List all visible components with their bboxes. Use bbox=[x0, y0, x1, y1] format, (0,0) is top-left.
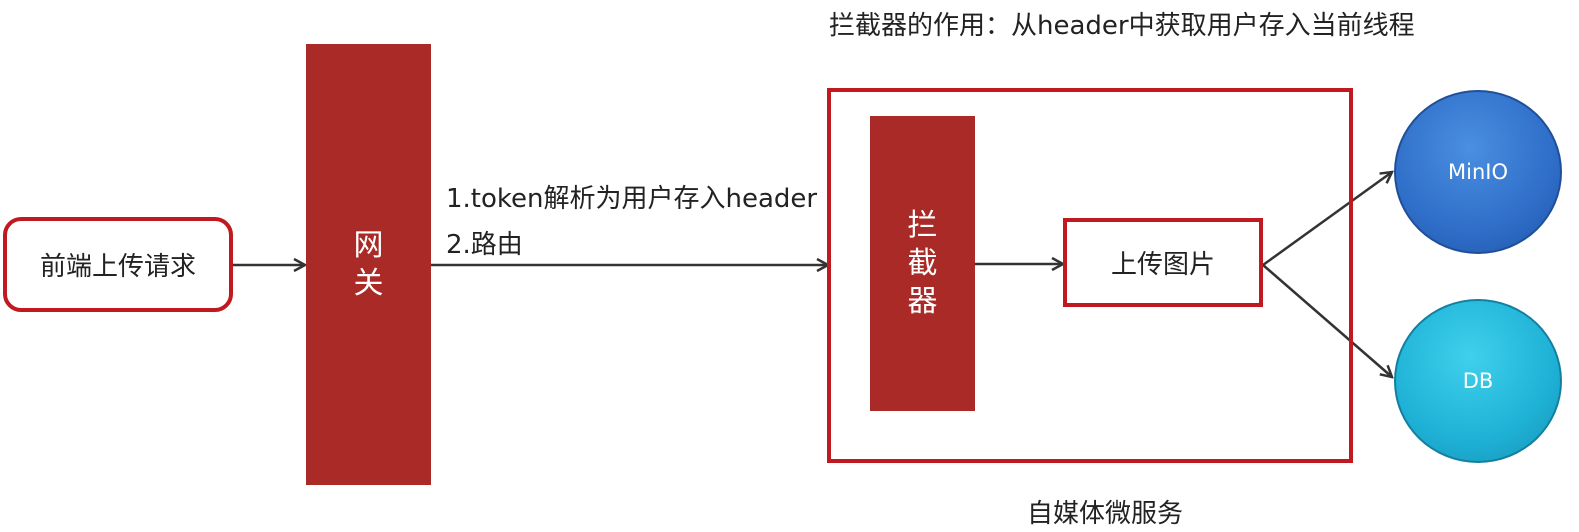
microservice-name-label: 自媒体微服务 bbox=[1027, 499, 1184, 529]
arrow-upload-to-minio bbox=[1262, 172, 1392, 267]
edge-label-token-parse: 1.token解析为用户存入header bbox=[446, 184, 818, 214]
interceptor-purpose-note: 拦截器的作用：从header中获取用户存入当前线程 bbox=[829, 11, 1415, 41]
gateway-label-char-2: 关 bbox=[353, 265, 384, 301]
gateway-node: 网 关 bbox=[306, 44, 431, 485]
upload-image-node: 上传图片 bbox=[1063, 218, 1263, 307]
minio-node: MinIO bbox=[1394, 90, 1562, 254]
interceptor-label-char-2: 截 bbox=[907, 245, 938, 281]
minio-label: MinIO bbox=[1448, 160, 1508, 184]
frontend-request-node: 前端上传请求 bbox=[3, 217, 233, 312]
db-label: DB bbox=[1462, 369, 1494, 393]
media-microservice-container bbox=[827, 88, 1353, 463]
upload-image-label: 上传图片 bbox=[1110, 250, 1215, 280]
frontend-request-label: 前端上传请求 bbox=[39, 252, 196, 282]
edge-label-routing: 2.路由 bbox=[446, 230, 523, 260]
arrow-upload-to-db bbox=[1262, 264, 1392, 377]
db-node: DB bbox=[1394, 299, 1562, 463]
interceptor-label-char-1: 拦 bbox=[907, 207, 938, 243]
interceptor-label-char-3: 器 bbox=[907, 283, 938, 319]
interceptor-node: 拦 截 器 bbox=[870, 116, 975, 411]
gateway-label-char-1: 网 bbox=[353, 227, 384, 263]
